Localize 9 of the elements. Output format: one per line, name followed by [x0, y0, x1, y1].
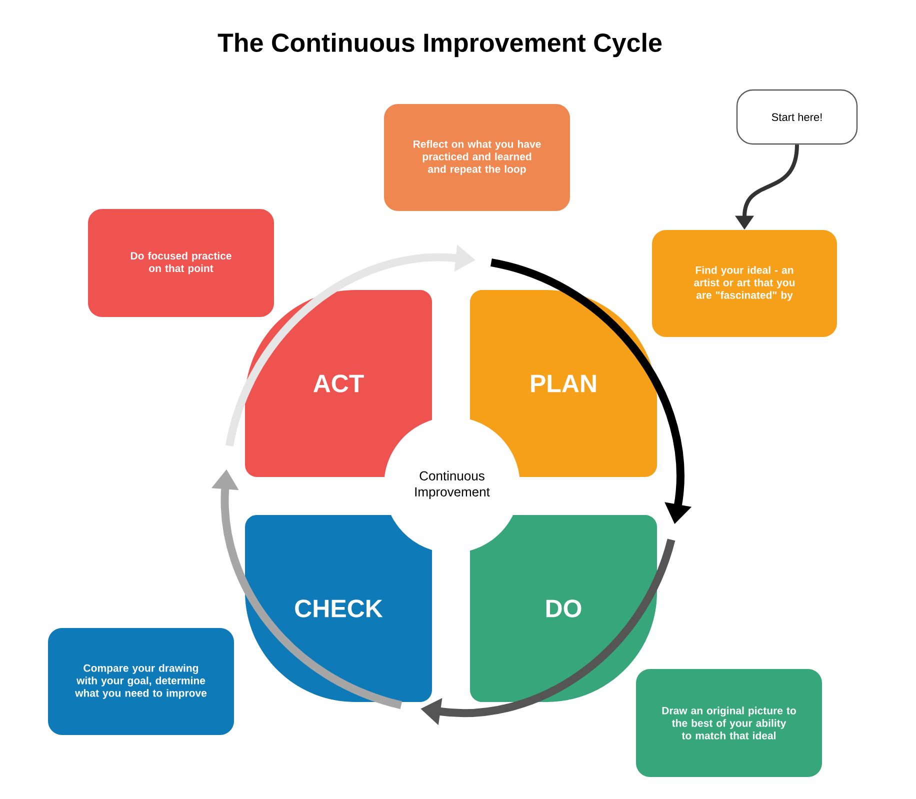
step-card: Draw an original picture to the best of your ability to match that ideal: [636, 668, 822, 777]
title: The Continuous Improvement Cycle: [218, 32, 662, 58]
step-card: Reflect on what you have practiced and learned and repeat the loop: [384, 104, 570, 211]
quadrant-segment: CHECK: [245, 514, 432, 702]
speech-box: Start here!: [736, 89, 858, 145]
quadrant-segment: DO: [470, 514, 657, 702]
step-card: Do focused practice on that point: [88, 208, 274, 317]
step-card: Find your ideal - an artist or art that you are "fascinated" by: [652, 230, 837, 337]
step-card: Compare your drawing with your goal, determine what you need to improve: [48, 628, 234, 735]
